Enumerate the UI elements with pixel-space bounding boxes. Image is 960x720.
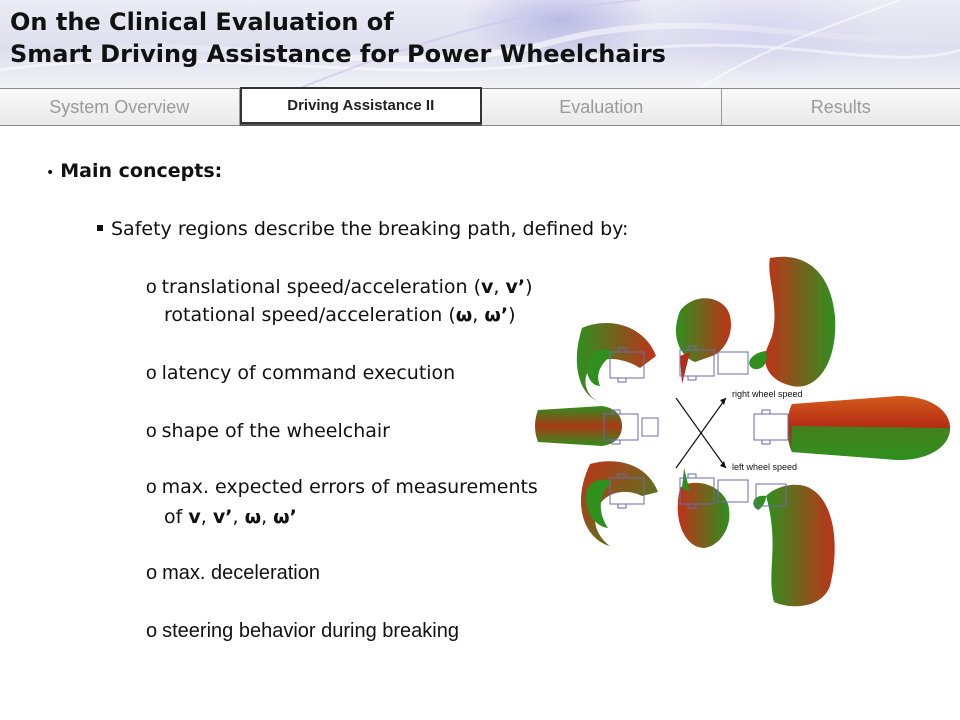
circle-bullet-icon: o — [146, 363, 157, 384]
shape-text: shape of the wheelchair — [161, 420, 390, 442]
tab-driving-assistance-ii[interactable]: Driving Assistance II — [239, 87, 482, 124]
bullet-dot: • — [46, 165, 55, 181]
omega-prime-symbol: ω’ — [484, 304, 509, 326]
tab-system-overview[interactable]: System Overview — [0, 89, 240, 125]
slide-content: • Main concepts: Safety regions describe … — [0, 126, 960, 720]
circle-bullet-icon: o — [146, 421, 157, 442]
item-rotational: rotational speed/acceleration (ω, ω’) — [164, 304, 516, 326]
section-tabs: System Overview Driving Assistance II Ev… — [0, 87, 960, 126]
right-wheel-arrowhead — [720, 398, 726, 405]
speed-axes-arrows — [675, 397, 727, 469]
omega-symbol: ω — [244, 506, 262, 528]
region-top-right-tip — [749, 351, 767, 370]
header-wave-decoration — [0, 0, 960, 88]
v-prime-symbol: v’ — [505, 276, 526, 298]
of-text: of — [164, 506, 183, 528]
square-bullet-icon — [97, 224, 103, 231]
region-bottom-left-inner — [586, 479, 612, 528]
omega-symbol: ω — [455, 304, 473, 326]
tab-evaluation[interactable]: Evaluation — [482, 89, 722, 125]
safety-regions-bullet: Safety regions describe the breaking pat… — [97, 218, 628, 240]
omega-prime-symbol: ω’ — [273, 506, 297, 528]
max-errors-text: max. expected errors of measurements — [161, 476, 538, 498]
wheelchair-outlines — [603, 345, 789, 509]
latency-text: latency of command execution — [161, 362, 456, 384]
rotational-text: rotational speed/acceleration ( — [164, 304, 456, 326]
translational-text: translational speed/acceleration ( — [161, 276, 481, 298]
v-symbol: v — [481, 276, 494, 298]
region-right-lower — [792, 426, 950, 460]
circle-bullet-icon: o — [146, 562, 158, 584]
left-wheel-speed-label: left wheel speed — [732, 462, 797, 472]
slide-title: On the Clinical Evaluation of Smart Driv… — [10, 6, 666, 70]
region-left — [535, 406, 622, 446]
steering-text: steering behavior during breaking — [162, 620, 459, 642]
title-line-2: Smart Driving Assistance for Power Wheel… — [10, 40, 666, 68]
slide-header: On the Clinical Evaluation of Smart Driv… — [0, 0, 960, 88]
region-top-left-inner — [586, 349, 614, 386]
item-errors-of: of v, v’, ω, ω’ — [164, 506, 297, 528]
v-symbol: v — [188, 506, 201, 528]
region-top-right — [765, 256, 836, 387]
region-bottom-center-tip — [682, 468, 690, 492]
circle-bullet-icon: o — [146, 477, 157, 498]
circle-bullet-icon: o — [146, 277, 157, 298]
region-top-left — [576, 323, 656, 402]
safety-regions-figure: right wheel speed left wheel speed — [535, 256, 950, 607]
v-prime-symbol: v’ — [212, 506, 233, 528]
circle-bullet-icon: o — [146, 620, 158, 642]
title-line-1: On the Clinical Evaluation of — [10, 8, 394, 36]
region-bottom-center — [677, 482, 730, 548]
left-wheel-arrowhead — [720, 461, 726, 468]
max-deceleration-text: max. deceleration — [162, 562, 320, 584]
right-wheel-speed-label: right wheel speed — [732, 389, 803, 399]
region-bottom-right — [766, 484, 835, 607]
region-bottom-right-tip — [753, 495, 766, 510]
tab-results[interactable]: Results — [721, 89, 960, 125]
main-concepts-label: Main concepts: — [60, 160, 223, 182]
safety-regions-text: Safety regions describe the breaking pat… — [111, 218, 629, 240]
main-concepts-bullet: • Main concepts: — [46, 160, 222, 182]
